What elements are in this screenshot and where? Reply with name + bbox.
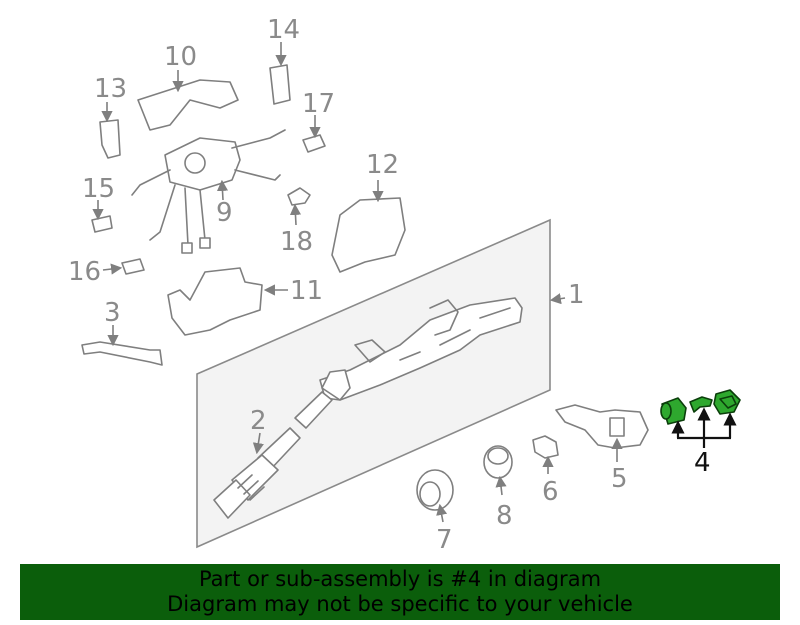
callout-15: 15 bbox=[82, 174, 115, 204]
callout-11: 11 bbox=[290, 276, 323, 306]
callout-9: 9 bbox=[216, 198, 233, 228]
small-part-16 bbox=[121, 258, 145, 275]
upper-shroud bbox=[137, 79, 239, 131]
info-banner: Part or sub-assembly is #4 in diagram Di… bbox=[20, 564, 780, 620]
clip-part bbox=[269, 64, 291, 105]
steering-column-assembly bbox=[319, 297, 523, 401]
callout-1: 1 bbox=[568, 280, 585, 310]
lock-housing bbox=[555, 404, 649, 449]
small-part-17 bbox=[302, 134, 326, 153]
callout-6: 6 bbox=[542, 477, 559, 507]
callout-2: 2 bbox=[250, 406, 267, 436]
small-part-18 bbox=[287, 187, 311, 206]
callout-7: 7 bbox=[436, 525, 453, 555]
bracket-part bbox=[99, 119, 121, 159]
callout-13: 13 bbox=[94, 74, 127, 104]
callout-labels: 1 2 3 4 5 6 7 8 9 10 11 12 13 14 15 16 1… bbox=[68, 15, 711, 555]
leader-lines bbox=[92, 42, 623, 523]
callout-4: 4 bbox=[694, 448, 711, 478]
part-4-leader bbox=[671, 407, 737, 448]
callout-14: 14 bbox=[267, 15, 300, 45]
callout-8: 8 bbox=[496, 501, 513, 531]
lower-shroud bbox=[167, 267, 263, 336]
banner-line-1: Part or sub-assembly is #4 in diagram bbox=[198, 567, 602, 591]
trim-panel bbox=[331, 197, 406, 273]
callout-5: 5 bbox=[611, 464, 628, 494]
banner-line-2: Diagram may not be specific to your vehi… bbox=[167, 592, 633, 616]
callout-18: 18 bbox=[280, 227, 313, 257]
small-part-15 bbox=[91, 215, 113, 233]
callout-17: 17 bbox=[302, 89, 335, 119]
strap-part bbox=[81, 341, 163, 366]
highlighted-part-4 bbox=[660, 389, 741, 425]
cap-part bbox=[483, 445, 513, 479]
callout-16: 16 bbox=[68, 257, 101, 287]
intermediate-shaft bbox=[213, 391, 333, 519]
grommet-part bbox=[416, 469, 454, 511]
callout-10: 10 bbox=[164, 42, 197, 72]
callout-3: 3 bbox=[104, 298, 121, 328]
switch-part bbox=[532, 435, 559, 459]
callout-12: 12 bbox=[366, 150, 399, 180]
switch-assembly bbox=[131, 129, 286, 254]
